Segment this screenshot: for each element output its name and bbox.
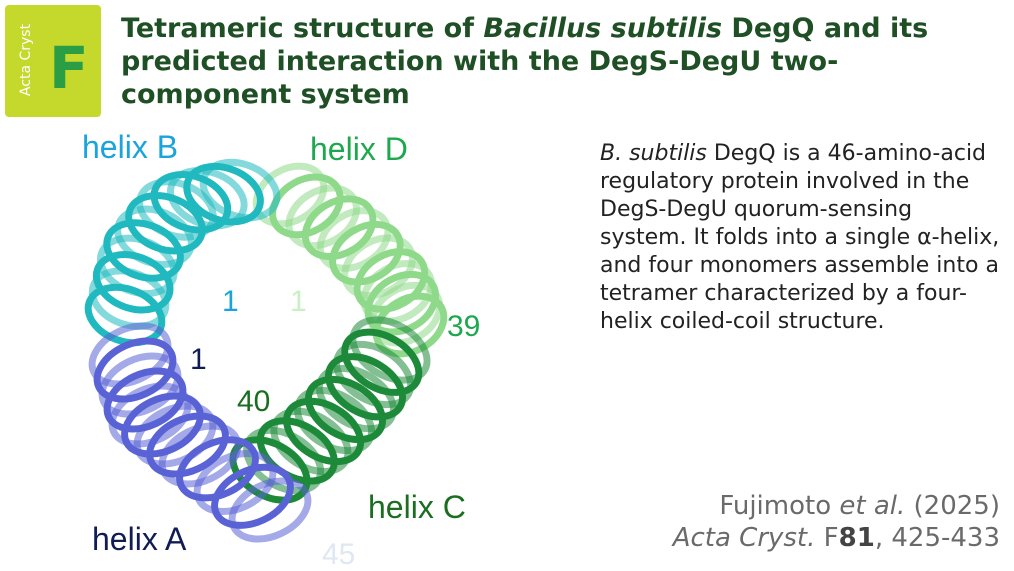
citation-pages: , 425-433: [874, 523, 1000, 553]
description-text: DegQ is a 46-amino-acid regulatory prote…: [600, 141, 1000, 334]
helix-c-label: helix C: [368, 489, 466, 525]
helix-turn: [341, 328, 423, 396]
helix-b-ribbon: [84, 158, 281, 347]
citation-journal: Acta Cryst.: [672, 523, 816, 553]
journal-logo: Acta Cryst F: [5, 5, 101, 117]
citation-authors-line: Fujimoto et al. (2025): [673, 490, 1000, 522]
title-part1: Tetrameric structure of: [121, 13, 484, 44]
citation-journal-line: Acta Cryst. F81, 425-433: [673, 522, 1000, 554]
title-part2: DegQ and its predicted interaction with …: [121, 13, 929, 110]
citation-etal: et al.: [839, 491, 906, 521]
helix-c-start-number: 40: [237, 385, 271, 418]
helix-turn: [349, 316, 431, 384]
helix-a-label: helix A: [92, 521, 187, 557]
title-species: Bacillus subtilis: [483, 13, 723, 44]
helix-turn: [88, 322, 172, 388]
helix-turn: [211, 463, 294, 529]
helix-b-start-number: 1: [222, 285, 239, 318]
page-title: Tetrameric structure of Bacillus subtili…: [121, 12, 991, 111]
helix-b-label: helix B: [82, 129, 179, 165]
helix-turn: [98, 352, 182, 418]
citation: Fujimoto et al. (2025) Acta Cryst. F81, …: [673, 490, 1000, 554]
description-species: B. subtilis: [600, 141, 707, 166]
citation-year: (2025): [905, 491, 1000, 521]
helix-turn: [353, 248, 429, 313]
citation-series: F: [815, 523, 839, 553]
logo-vertical-text: Acta Cryst: [18, 23, 34, 97]
helix-d-label: helix D: [310, 131, 408, 167]
helix-turn: [92, 251, 174, 314]
citation-volume: 81: [838, 523, 875, 553]
helix-turn: [333, 340, 415, 409]
helix-d-ribbon: [252, 162, 448, 358]
helix-a-start-number: 1: [190, 343, 207, 376]
helix-turn: [103, 367, 187, 433]
logo-letter: F: [49, 34, 89, 102]
helix-turn: [325, 353, 406, 421]
helix-turn: [93, 337, 177, 403]
helix-turn: [228, 477, 312, 543]
helix-d-end-number: 39: [447, 310, 481, 343]
description-paragraph: B. subtilis DegQ is a 46-amino-acid regu…: [600, 140, 1005, 336]
helix-turn: [88, 267, 170, 330]
tetramer-figure: helix B helix D helix C helix A 1 1 39 1…: [0, 125, 560, 570]
citation-authors: Fujimoto: [719, 491, 840, 521]
helix-d-start-number: 1: [290, 285, 307, 318]
helix-a-end-number: 45: [322, 538, 356, 571]
helix-a-ribbon: [88, 322, 312, 543]
tetramer-structure-image: [84, 158, 448, 543]
